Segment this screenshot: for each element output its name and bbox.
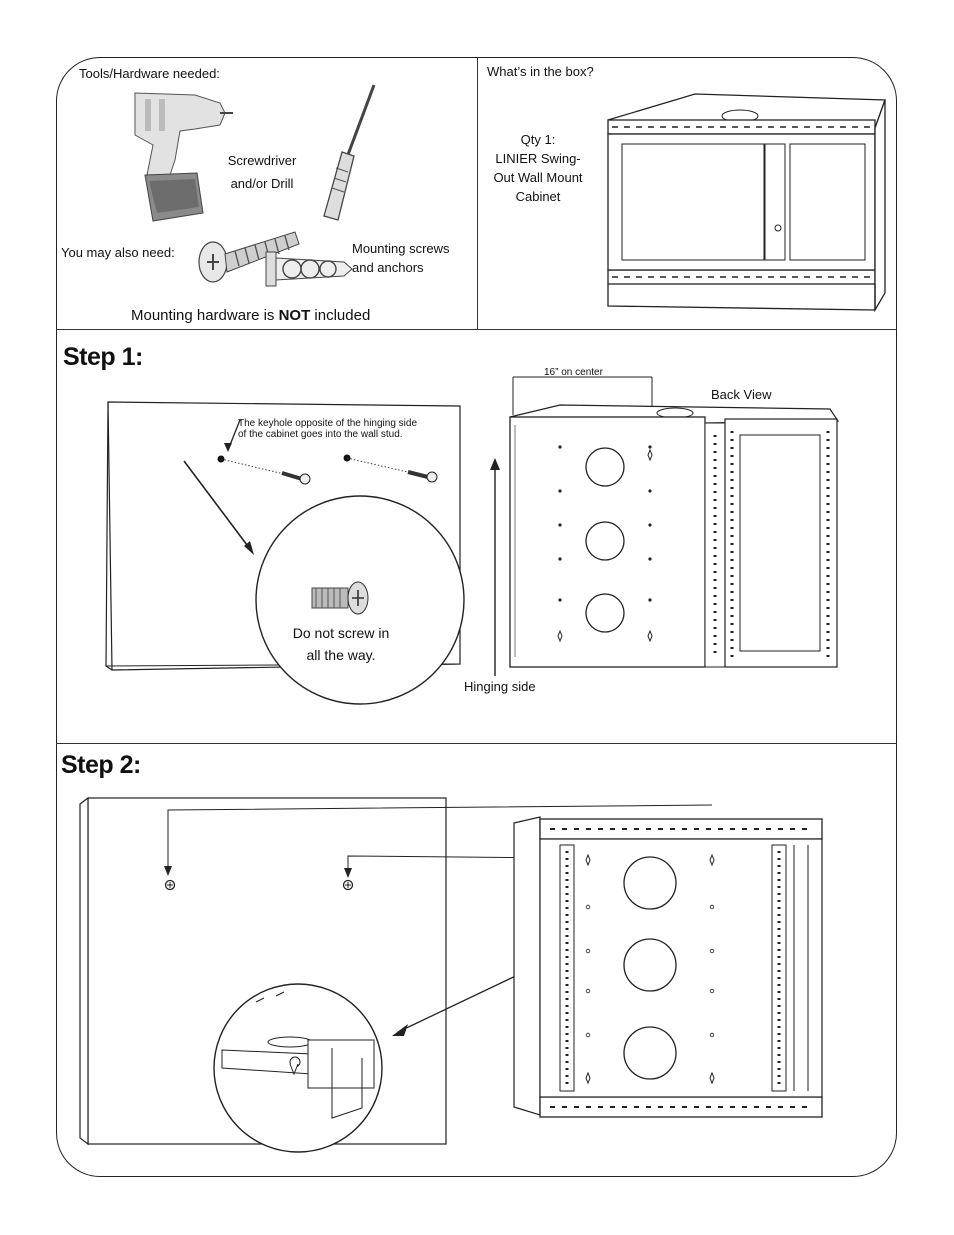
hardware-note: Mounting hardware is NOT included	[131, 306, 370, 326]
section-divider-1	[56, 329, 897, 330]
anchor-icon	[265, 251, 353, 287]
step1-title: Step 1:	[63, 343, 143, 371]
cabinet-illustration	[607, 93, 886, 313]
keyhole-note-line2: of the cabinet goes into the wall stud.	[238, 429, 403, 440]
screwdriver-icon	[323, 84, 376, 221]
callout-text-line2: all the way.	[306, 647, 376, 663]
keyhole-note-line1: The keyhole opposite of the hinging side	[238, 418, 418, 429]
hinging-side-label: Hinging side	[464, 679, 536, 694]
screws-label-line1: Mounting screws	[352, 241, 450, 256]
box-line1: Qty 1:	[520, 132, 556, 147]
section-divider-2	[56, 743, 897, 744]
hinge-arrow	[490, 458, 500, 676]
top-divider-vertical	[477, 57, 478, 329]
hardware-note-prefix: Mounting hardware is	[131, 307, 279, 324]
tool-label-line2: and/or Drill	[230, 176, 294, 191]
instruction-frame	[56, 57, 897, 1177]
screw-icon	[198, 231, 300, 283]
back-view-label: Back View	[711, 387, 772, 402]
step2-title: Step 2:	[61, 751, 141, 779]
cabinet-back-view	[509, 404, 840, 668]
cabinet-front-open	[513, 816, 823, 1118]
callout-text-line1: Do not screw in	[292, 625, 390, 641]
callout-circle-step2	[213, 983, 383, 1153]
hardware-note-bold: NOT	[278, 307, 311, 324]
box-line4: Cabinet	[515, 189, 561, 204]
on-center-label: 16” on center	[544, 367, 603, 378]
box-line2: LINIER Swing-	[495, 151, 581, 166]
screws-label-line2: and anchors	[352, 260, 424, 275]
tool-label-line1: Screwdriver	[227, 153, 297, 168]
hardware-note-suffix: included	[310, 307, 371, 324]
box-line3: Out Wall Mount	[493, 170, 583, 185]
also-need-label: You may also need:	[61, 245, 175, 260]
step1-screw-markers	[183, 419, 438, 555]
drill-icon	[134, 92, 233, 222]
callout-circle-step1	[255, 495, 465, 705]
box-heading: What’s in the box?	[487, 64, 594, 79]
tools-heading: Tools/Hardware needed:	[79, 66, 220, 81]
